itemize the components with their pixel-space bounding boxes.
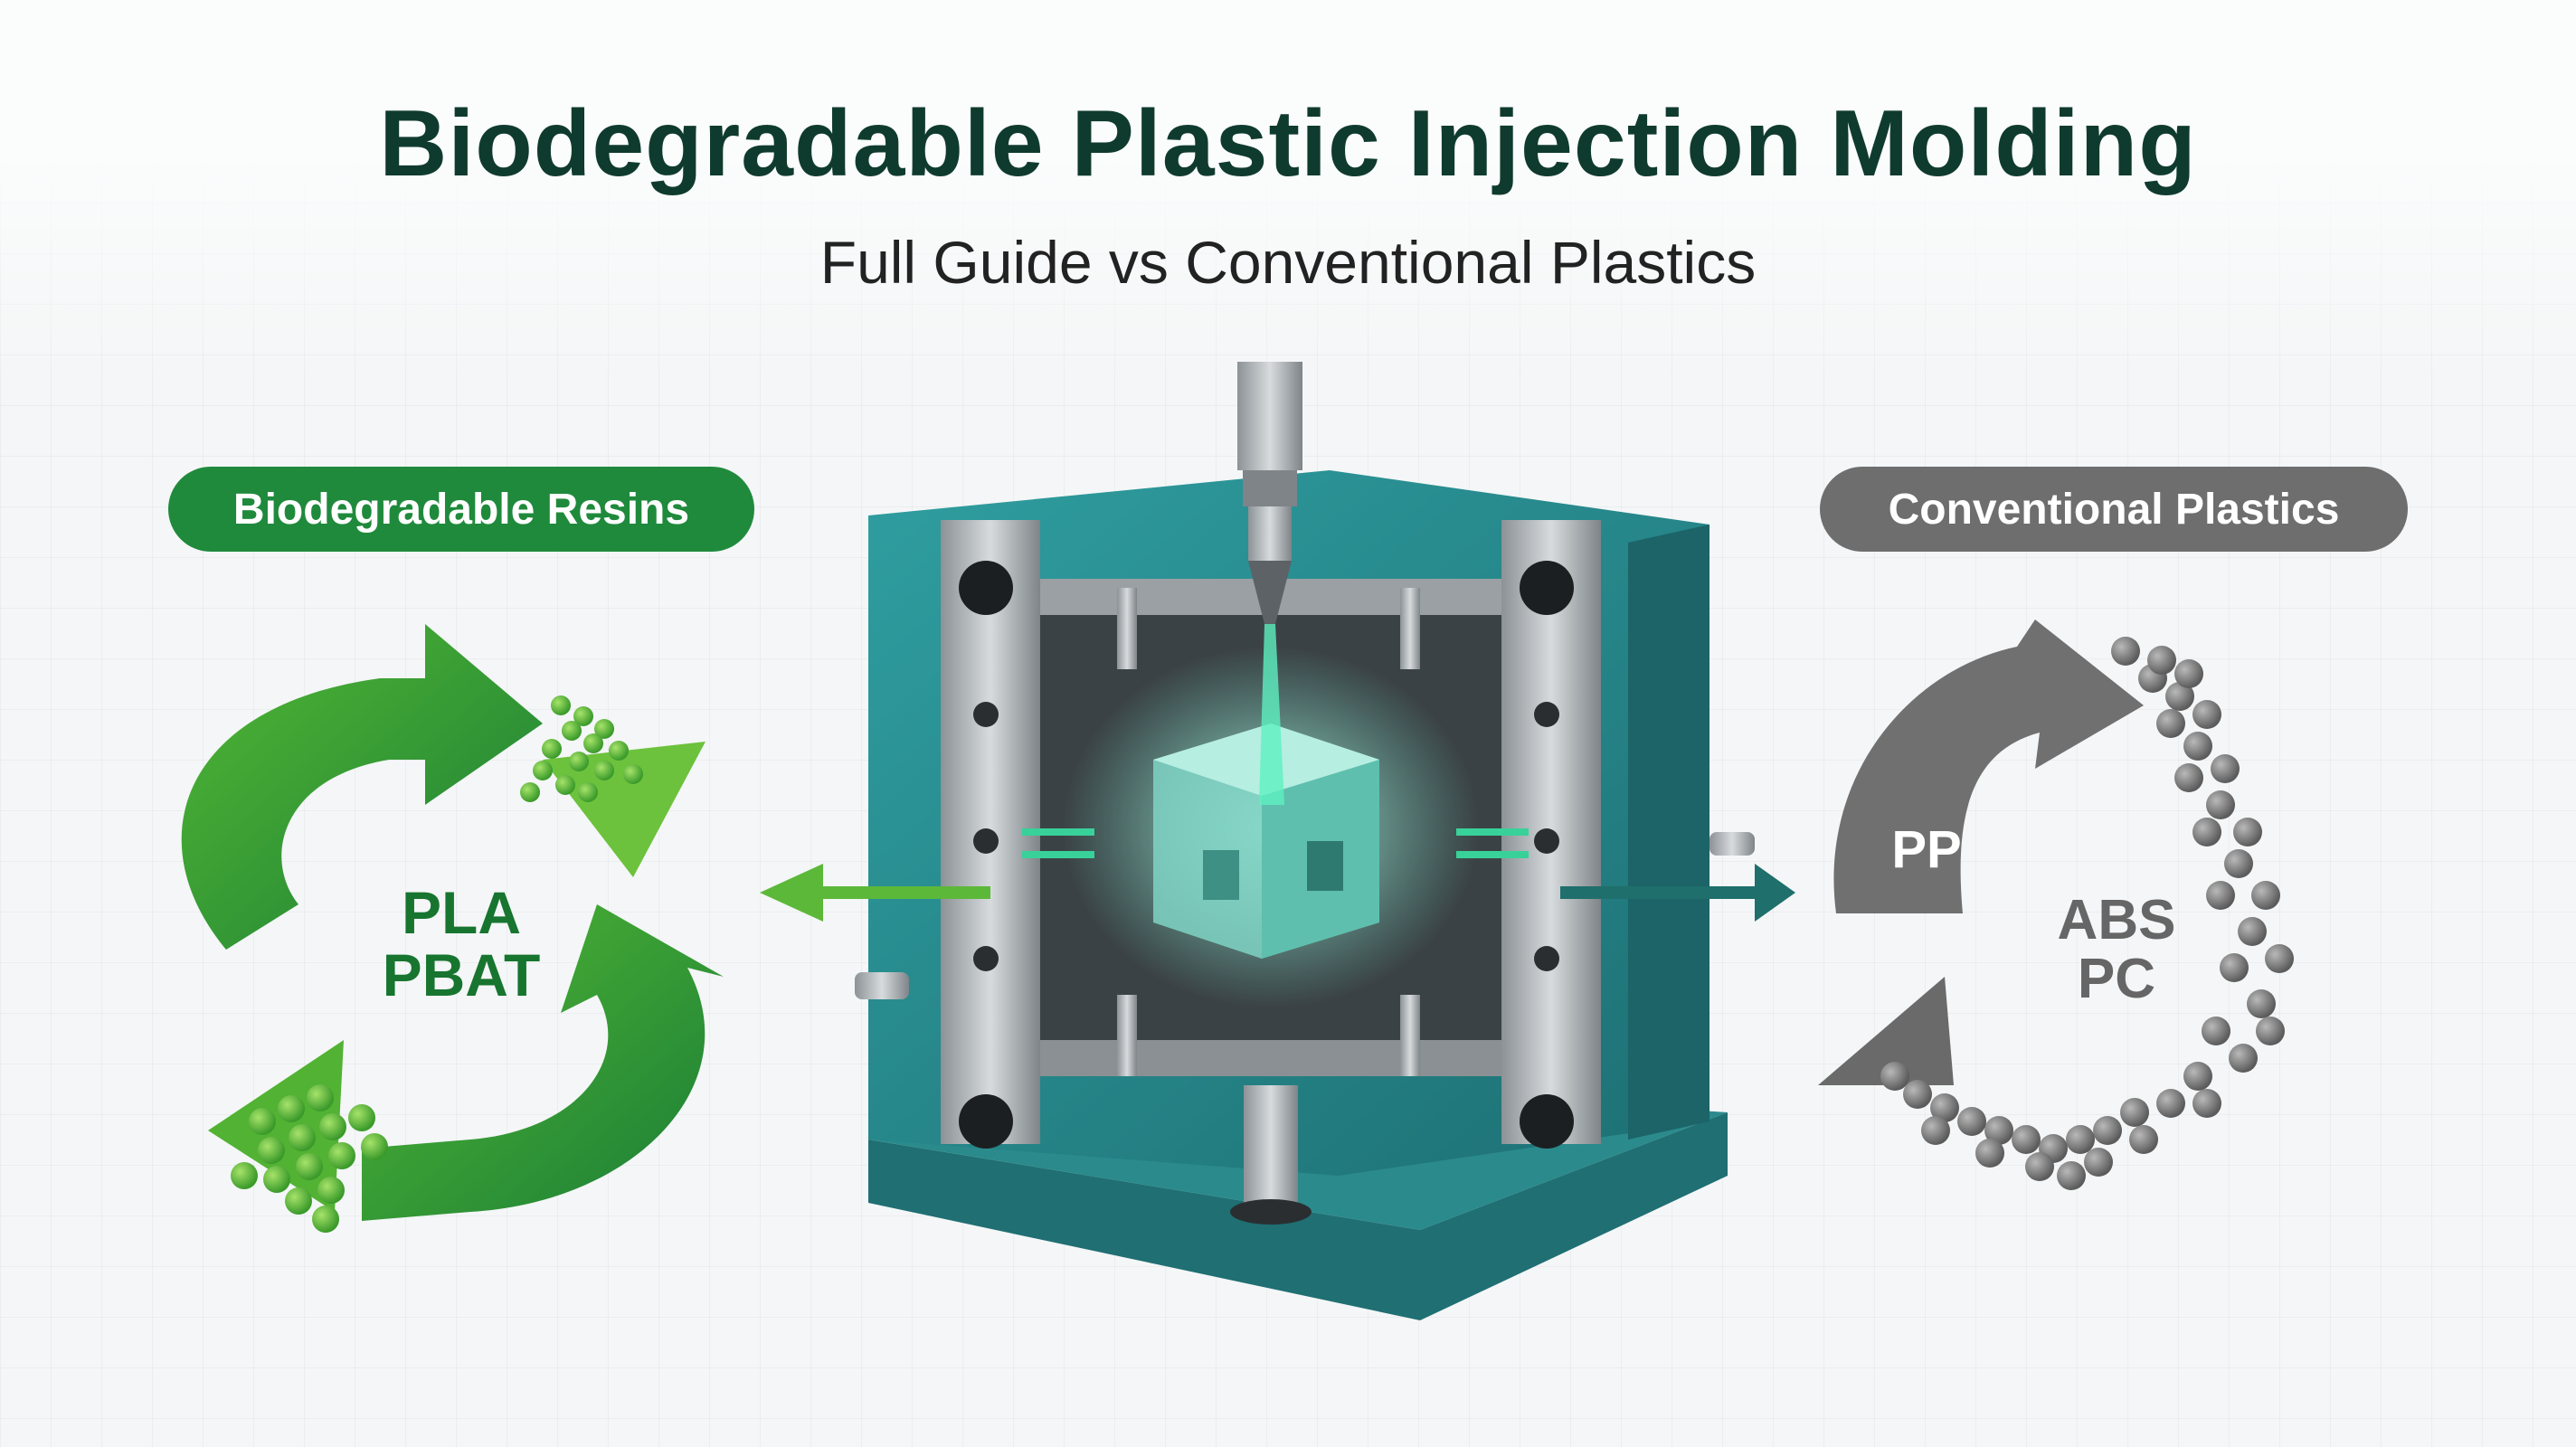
material-pbat: PBAT — [382, 941, 541, 1009]
right-connector-arrow — [1560, 864, 1795, 922]
biodegradable-materials-label: PLA PBAT — [344, 879, 579, 1009]
page-subtitle: Full Guide vs Conventional Plastics — [819, 229, 1757, 296]
page-title: Biodegradable Plastic Injection Molding — [379, 91, 2197, 196]
material-abs: ABS — [2057, 889, 2176, 951]
gray-cycle-arrows-icon — [1818, 619, 2144, 1085]
biodegradable-resins-badge: Biodegradable Resins — [168, 467, 754, 552]
nozzle-icon — [1237, 362, 1302, 805]
material-pp: PP — [1891, 820, 1962, 879]
injection-mold-icon — [855, 470, 1755, 1320]
green-pellets — [231, 695, 643, 1233]
gray-pellets — [1880, 637, 2294, 1190]
conventional-materials-label: ABS PC — [2017, 891, 2216, 1008]
left-connector-arrow — [760, 864, 990, 922]
recycle-arrows-icon — [181, 624, 724, 1221]
material-pc: PC — [2077, 948, 2156, 1011]
conventional-plastics-badge: Conventional Plastics — [1820, 467, 2408, 552]
header-fade — [0, 0, 2576, 380]
material-pla: PLA — [402, 879, 521, 946]
